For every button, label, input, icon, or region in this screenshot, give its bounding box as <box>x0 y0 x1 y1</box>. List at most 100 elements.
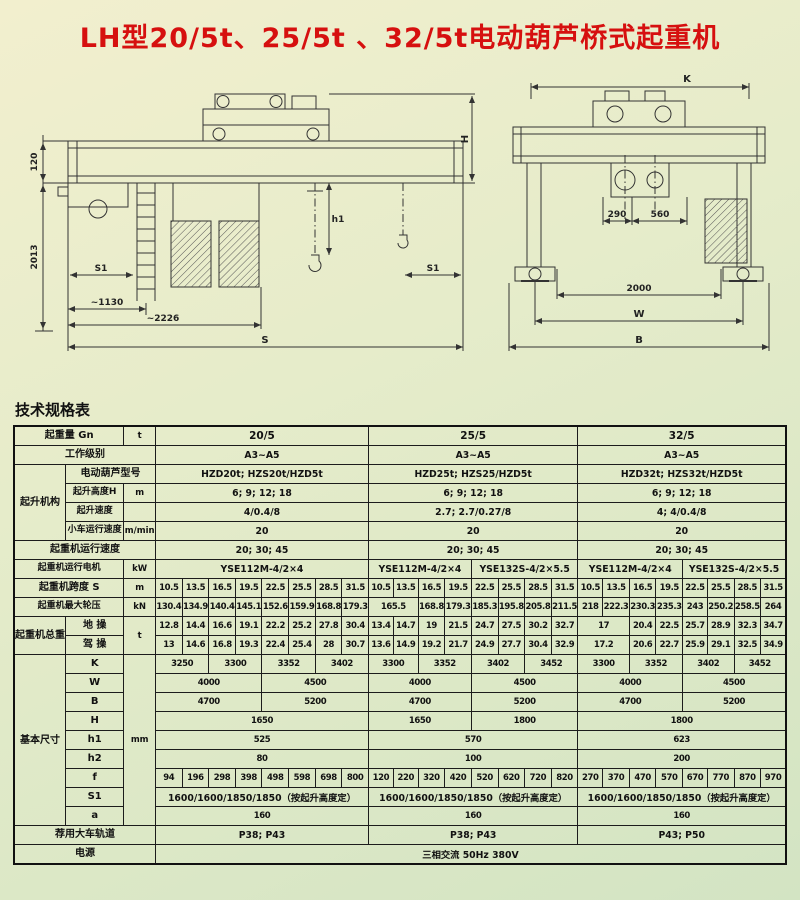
table-cell: 235.3 <box>655 597 684 617</box>
dim-label-1130: ~1130 <box>91 298 124 308</box>
table-cell: 770 <box>706 768 735 788</box>
table-cell: 222.3 <box>602 597 630 617</box>
table-cell: 5200 <box>261 692 369 712</box>
table-cell: 4000 <box>154 673 263 693</box>
table-cell: a <box>64 806 125 826</box>
table-cell: 25.5 <box>288 578 316 598</box>
table-cell: m/min <box>123 521 156 541</box>
table-cell: 24.9 <box>470 635 499 655</box>
table-cell: 160 <box>154 806 369 826</box>
table-cell: t <box>123 425 156 446</box>
bridge-girder <box>67 140 464 184</box>
table-cell: 20 <box>154 521 369 541</box>
table-cell: 220 <box>392 768 419 788</box>
table-cell: 94 <box>154 768 183 788</box>
table-cell: 160 <box>367 806 579 826</box>
table-cell: 720 <box>524 768 552 788</box>
table-cell: 130.4 <box>154 597 183 617</box>
dimension-labels: 120 2013 S1 S1 ~1130 ~2226 S H h1 <box>30 135 471 346</box>
table-cell: 4700 <box>154 692 263 712</box>
table-cell: 13 <box>154 635 183 655</box>
table-cell: 13.5 <box>392 578 419 598</box>
table-cell: 250.2 <box>706 597 735 617</box>
table-cell: H <box>64 711 125 731</box>
table-cell: 34.7 <box>760 616 787 636</box>
bridge-girder-end <box>512 126 766 164</box>
table-cell: 13.5 <box>181 578 210 598</box>
table-cell: 4; 4/0.4/8 <box>577 502 787 522</box>
table-cell: 27.7 <box>497 635 526 655</box>
table-cell: 195.8 <box>497 597 526 617</box>
table-cell: 4500 <box>261 673 369 693</box>
table-cell: P38; P43 <box>367 825 579 845</box>
table-cell: 179.3 <box>444 597 472 617</box>
table-cell: HZD20t; HZS20t/HZD5t <box>154 464 369 484</box>
table-cell: 1650 <box>154 711 369 731</box>
table-cell: 基本尺寸 <box>13 654 66 826</box>
table-cell: 258.5 <box>733 597 762 617</box>
table-cell: 243 <box>682 597 708 617</box>
table-cell: 13.4 <box>367 616 394 636</box>
table-cell: 10.5 <box>367 578 394 598</box>
table-cell: 起重机运行电机 <box>13 559 125 579</box>
table-cell: f <box>64 768 125 788</box>
table-cell <box>123 502 156 522</box>
table-cell: YSE112M-4/2×4 <box>367 559 472 579</box>
table-cell: 16.5 <box>208 578 236 598</box>
table-cell: 10.5 <box>154 578 183 598</box>
dim-label-560: 560 <box>651 210 670 220</box>
table-cell: 3300 <box>208 654 263 674</box>
table-cell: 25.4 <box>288 635 316 655</box>
table-cell: 16.6 <box>208 616 236 636</box>
table-cell: 20; 30; 45 <box>577 540 787 560</box>
dim-label-2013: 2013 <box>30 244 40 269</box>
table-cell: K <box>64 654 125 674</box>
table-cell: 17.2 <box>577 635 630 655</box>
dim-label-2226: ~2226 <box>147 314 180 324</box>
dim-label-s1-right: S1 <box>427 264 440 274</box>
dim-label-s1-left: S1 <box>95 264 108 274</box>
table-cell: 6; 9; 12; 18 <box>367 483 579 503</box>
table-cell: 3452 <box>524 654 579 674</box>
dimension-lines-end <box>508 83 770 351</box>
table-cell: 211.5 <box>550 597 579 617</box>
table-cell: 80 <box>154 749 369 769</box>
table-cell: 16.5 <box>628 578 657 598</box>
table-cell: 196 <box>181 768 210 788</box>
table-cell: 160 <box>577 806 787 826</box>
table-cell: 小车运行速度 <box>64 521 125 541</box>
table-cell: 168.8 <box>314 597 343 617</box>
table-cell: 27.5 <box>497 616 526 636</box>
table-cell: 10.5 <box>577 578 604 598</box>
table-cell: 620 <box>497 768 526 788</box>
table-cell: YSE132S-4/2×5.5 <box>682 559 787 579</box>
table-cell: 地 操 <box>64 616 125 636</box>
table-cell: 32.5 <box>733 635 762 655</box>
electric-cabinets <box>170 183 260 288</box>
technical-drawings: 120 2013 S1 S1 ~1130 ~2226 S H h1 <box>13 69 787 371</box>
table-cell: 264 <box>760 597 787 617</box>
table-cell: 19.5 <box>444 578 472 598</box>
table-cell: HZD32t; HZS32t/HZD5t <box>577 464 787 484</box>
dim-label-290: 290 <box>608 210 627 220</box>
table-cell: 20; 30; 45 <box>154 540 369 560</box>
table-cell: 3402 <box>470 654 526 674</box>
table-cell: 29.1 <box>706 635 735 655</box>
table-cell: mm <box>123 654 156 826</box>
table-heading: 技术规格表 <box>15 401 91 419</box>
table-cell: 205.8 <box>524 597 552 617</box>
table-cell: 3352 <box>628 654 684 674</box>
table-cell: 3352 <box>417 654 472 674</box>
table-cell: 570 <box>655 768 684 788</box>
table-cell: 25.2 <box>288 616 316 636</box>
table-cell: 28.5 <box>524 578 552 598</box>
table-cell: 1800 <box>470 711 579 731</box>
